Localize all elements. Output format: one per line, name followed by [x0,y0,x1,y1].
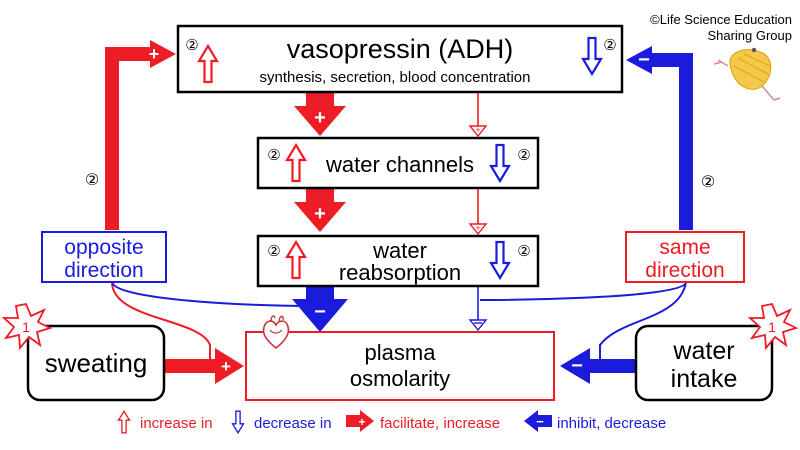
svg-text:direction: direction [645,259,724,282]
water-intake-node: water intake 1 [634,302,799,402]
svg-text:+: + [475,223,480,233]
svg-text:−: − [638,49,650,71]
svg-text:−: − [536,414,544,429]
plasma-osmolarity-node: plasma osmolarity [245,315,555,401]
mascot-icon [713,47,781,101]
burst-icon: 1 [747,302,799,351]
svg-text:②: ② [517,147,530,164]
central-connectors: + + − + + [292,92,488,332]
svg-text:direction: direction [64,259,143,282]
water-intake-line2: intake [671,365,738,393]
water-reabsorption-node: ② water reabsorption ② [256,234,540,288]
svg-text:②: ② [267,147,280,164]
water-reabsorption-line2: reabsorption [339,260,461,285]
down-arrow-icon [231,410,245,434]
svg-text:+: + [475,125,480,135]
svg-text:+: + [314,203,326,225]
copyright-line2: Sharing Group [707,28,792,43]
svg-text:+: + [358,415,365,429]
svg-text:increase in: increase in [140,415,213,432]
left-feedback-path: + + [105,40,309,384]
svg-text:same: same [659,236,710,259]
vasopressin-title: vasopressin (ADH) [287,34,514,64]
svg-text:+: + [149,44,160,64]
heart-icon [262,315,290,350]
svg-text:−: − [571,355,583,377]
legend-increase: increase in [117,410,213,434]
legend: increase in decrease in + facilitate, in… [117,410,666,434]
svg-text:②: ② [517,243,530,260]
right-path-marker: ② [701,174,715,191]
left-path-marker: ② [85,172,99,189]
sweating-title: sweating [45,348,148,378]
up-arrow-icon [117,410,131,434]
svg-text:opposite: opposite [64,236,143,259]
water-intake-line1: water [672,337,734,365]
svg-text:+: + [314,107,326,129]
vasopressin-mark-right: ② [603,37,616,54]
svg-text:②: ② [267,243,280,260]
minus-arrow-icon: − [524,410,552,432]
copyright-line1: ©Life Science Education [650,12,792,27]
svg-text:decrease in: decrease in [254,415,332,432]
right-feedback-path: − − [479,46,693,384]
plus-arrow-icon: + [346,410,374,432]
water-channels-node: ② water channels ② [256,136,540,190]
copyright: ©Life Science Education Sharing Group [650,12,792,43]
vasopressin-mark-left: ② [185,37,198,54]
water-channels-title: water channels [325,152,474,177]
legend-decrease: decrease in [231,410,332,434]
vasopressin-subtitle: synthesis, secretion, blood concentratio… [260,69,531,86]
svg-text:−: − [314,301,326,323]
same-direction-label: same direction [625,231,745,283]
svg-text:+: + [221,357,231,376]
water-intake-badge: 1 [768,319,776,335]
plasma-line2: osmolarity [350,366,450,391]
opposite-direction-label: opposite direction [41,231,167,283]
water-reabsorption-line1: water [372,238,427,263]
sweating-badge: 1 [22,319,30,335]
svg-text:facilitate, increase: facilitate, increase [380,415,500,432]
sweating-node: sweating 1 [1,302,166,402]
plasma-line1: plasma [365,340,437,365]
legend-inhibit: − inhibit, decrease [524,410,666,432]
burst-icon: 1 [1,302,53,351]
legend-facilitate: + facilitate, increase [346,410,500,432]
vasopressin-node: ② vasopressin (ADH) synthesis, secretion… [176,24,624,94]
svg-text:inhibit, decrease: inhibit, decrease [557,415,666,432]
